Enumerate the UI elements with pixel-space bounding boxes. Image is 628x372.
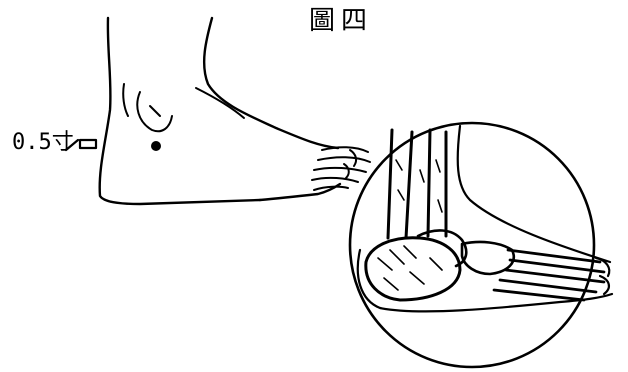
bone-inset [350, 123, 612, 367]
ankle-details [123, 84, 244, 131]
measurement-bracket [66, 140, 96, 150]
acupoint-dot [151, 141, 161, 151]
foot-outline [100, 18, 340, 204]
